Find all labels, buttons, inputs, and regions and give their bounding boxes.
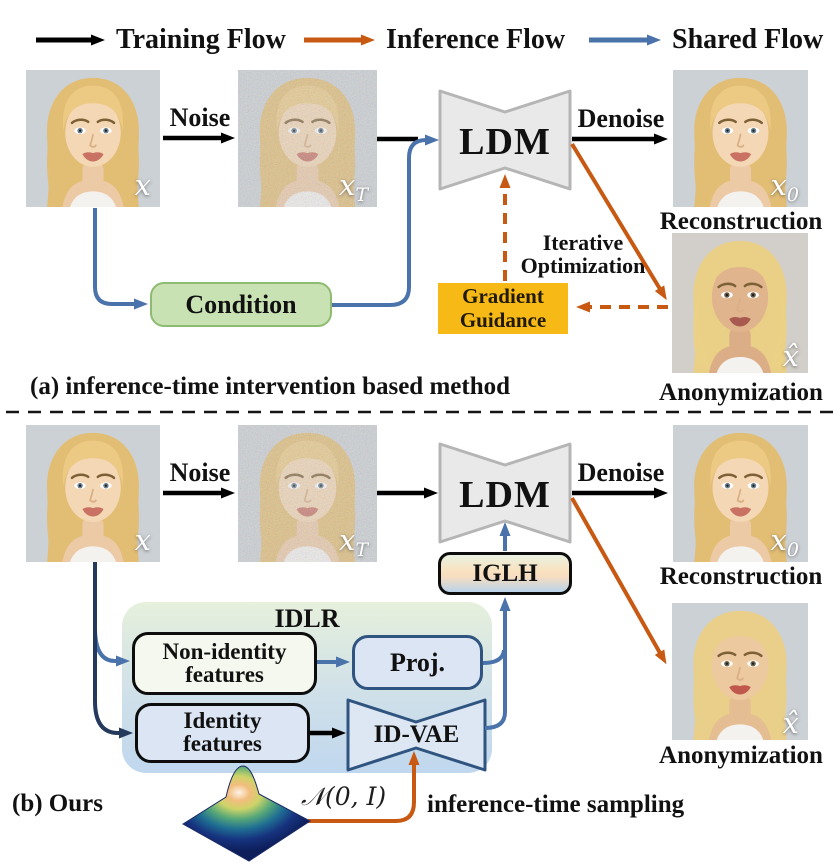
iterative-line2: Optimization — [520, 253, 646, 279]
legend-shared-flow-label: Shared Flow — [672, 24, 824, 55]
iglh-box: IGLH — [438, 552, 572, 595]
image-symbol: x̂ — [782, 339, 799, 373]
panel-b-noisy-face-image: xT — [238, 425, 377, 562]
panel-b-reconstruction-face-image: x0 — [673, 425, 808, 562]
panel-b-anonymization-caption: Anonymization — [659, 742, 823, 769]
ldm-label-b: LDM — [459, 474, 551, 516]
gradient-guidance-line1: Gradient — [462, 283, 544, 308]
gradient-guidance-line2: Guidance — [459, 307, 547, 332]
identity-line1: Identity — [183, 708, 262, 734]
proj-label: Proj. — [389, 647, 446, 677]
image-symbol: x — [134, 523, 151, 557]
panel-b-reconstruction-caption: Reconstruction — [659, 563, 823, 590]
face-illustration — [238, 425, 377, 562]
panel-b-anonymized-face-image: x̂ — [672, 603, 808, 740]
gaussian-distribution-label: 𝒩(0, I) — [301, 782, 387, 811]
panel-a-reconstruction-caption: Reconstruction — [659, 208, 823, 235]
id-vae-label: ID-VAE — [373, 721, 460, 748]
image-symbol: x — [770, 523, 787, 557]
panel-a-anonymization-caption: Anonymization — [659, 379, 823, 406]
identity-features-box: Identity features — [135, 703, 310, 763]
gradient-guidance-box: Gradient Guidance — [438, 283, 568, 334]
image-subscript: T — [355, 539, 368, 561]
image-subscript: 0 — [786, 184, 799, 206]
non-identity-features-box: Non-identity features — [132, 632, 317, 695]
image-symbol: x — [134, 168, 151, 202]
panel-a-iterative-optimization-label: Iterative Optimization — [510, 231, 656, 277]
image-symbol: x — [338, 168, 356, 202]
identity-line2: features — [183, 731, 262, 756]
panel-a-noise-label: Noise — [169, 103, 231, 132]
panel-b-caption: (b) Ours — [12, 790, 103, 817]
image-symbol: x — [338, 523, 356, 557]
panel-a-noisy-face-image: xT — [238, 70, 377, 207]
condition-label: Condition — [185, 289, 297, 319]
panel-b-noise-label: Noise — [169, 458, 231, 487]
image-subscript: 0 — [786, 539, 799, 561]
image-symbol: x — [770, 168, 787, 202]
panel-b-input-face-image: x — [26, 425, 160, 562]
panel-a-input-face-image: x — [26, 70, 160, 207]
gaussian-surface-plot — [182, 765, 311, 862]
image-subscript: T — [355, 184, 368, 206]
inference-time-sampling-label: inference-time sampling — [427, 791, 685, 818]
iglh-label: IGLH — [472, 559, 538, 587]
legend-training-flow-label: Training Flow — [116, 24, 286, 55]
panel-a-reconstruction-face-image: x0 — [673, 70, 808, 207]
non-identity-line1: Non-identity — [162, 638, 287, 664]
b-x-to-identity-arrow — [93, 562, 133, 739]
panel-b-denoise-label: Denoise — [577, 458, 665, 487]
a-x-to-condition-arrow — [93, 208, 148, 310]
panel-a-denoise-label: Denoise — [577, 104, 665, 133]
b-x-to-nonidentity-arrow — [93, 616, 130, 667]
b-ldm-to-anonymization-arrow — [570, 497, 667, 665]
panel-a-anonymized-face-image: x̂ — [672, 233, 808, 373]
legend-inference-flow-label: Inference Flow — [386, 24, 566, 55]
idlr-label: IDLR — [274, 604, 340, 633]
image-symbol: x̂ — [782, 706, 799, 740]
iterative-line1: Iterative — [542, 230, 624, 255]
proj-box: Proj. — [352, 635, 483, 690]
non-identity-line2: features — [185, 661, 264, 687]
ldm-label-a: LDM — [459, 121, 551, 163]
condition-box: Condition — [150, 282, 332, 327]
panel-a-caption: (a) inference-time intervention based me… — [30, 373, 511, 400]
